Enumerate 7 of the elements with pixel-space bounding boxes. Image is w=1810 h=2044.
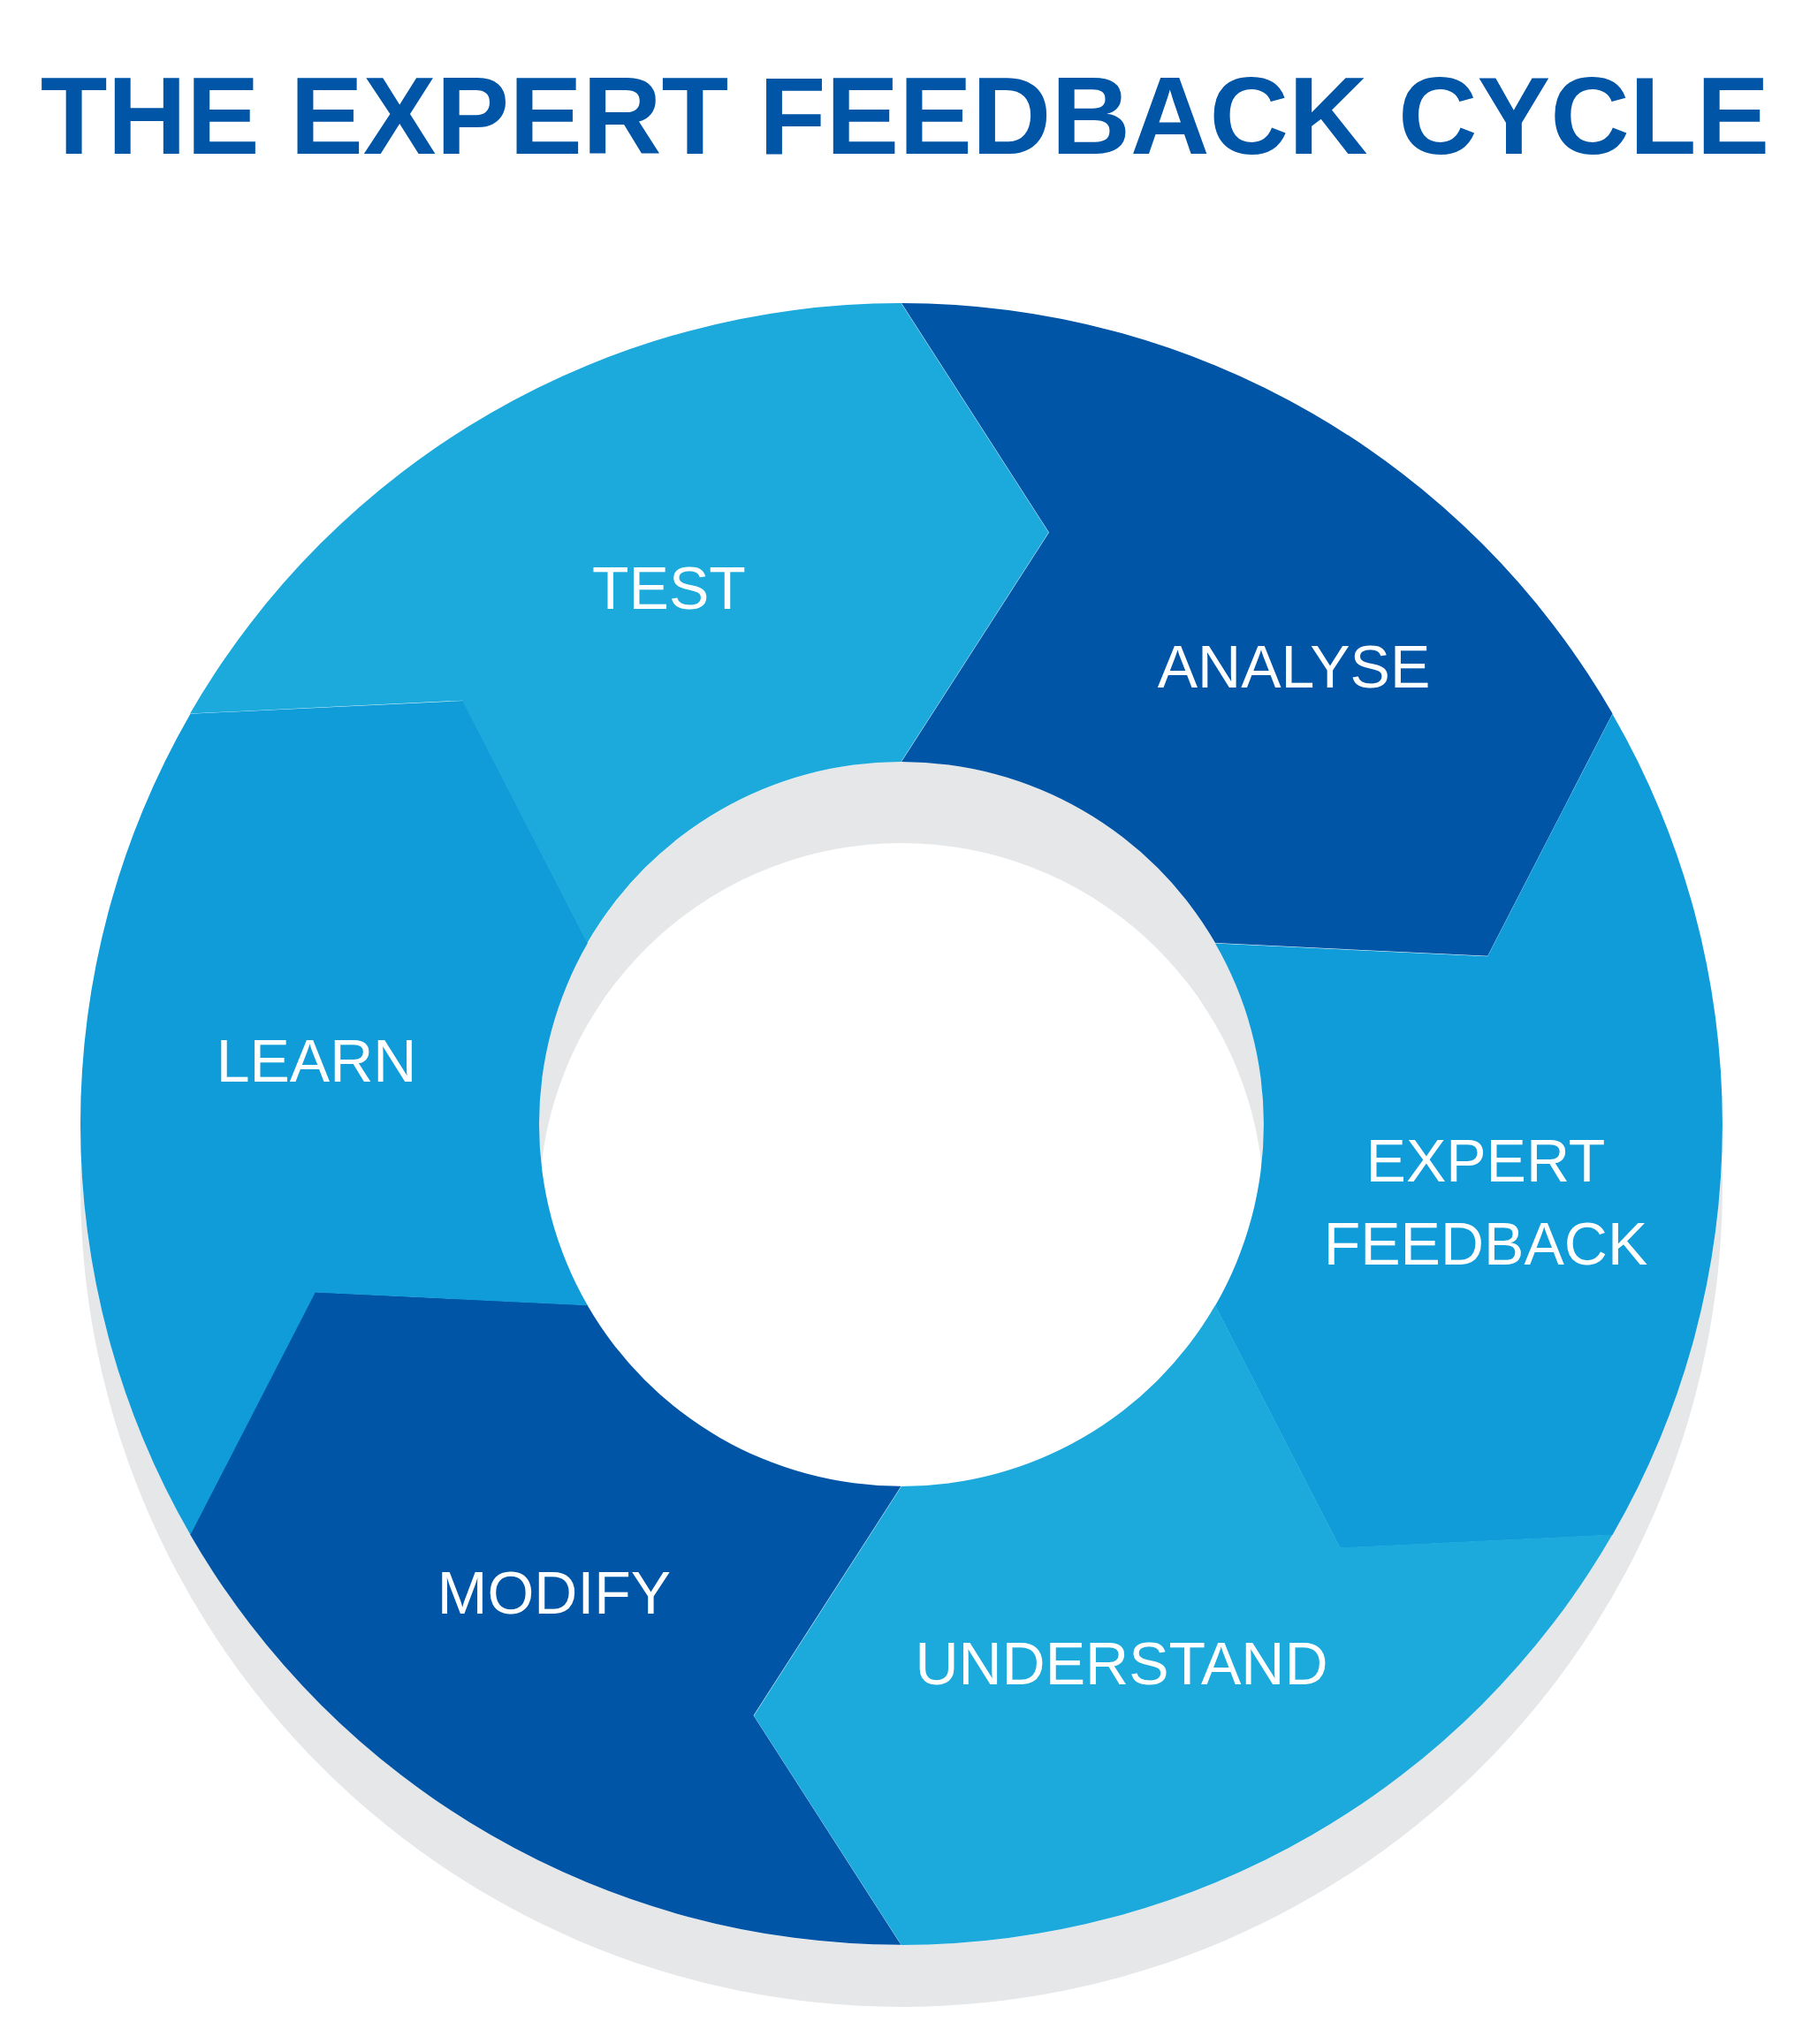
segment-label: EXPERT FEEDBACK: [1323, 1126, 1648, 1279]
segment-label: UNDERSTAND: [915, 1629, 1328, 1699]
segment-label: TEST: [592, 553, 746, 624]
segment-label: LEARN: [216, 1026, 417, 1097]
segment-label: ANALYSE: [1157, 632, 1431, 703]
diagram-title: THE EXPERT FEEDBACK CYCLE: [40, 54, 1770, 179]
segment-label: MODIFY: [437, 1558, 672, 1629]
